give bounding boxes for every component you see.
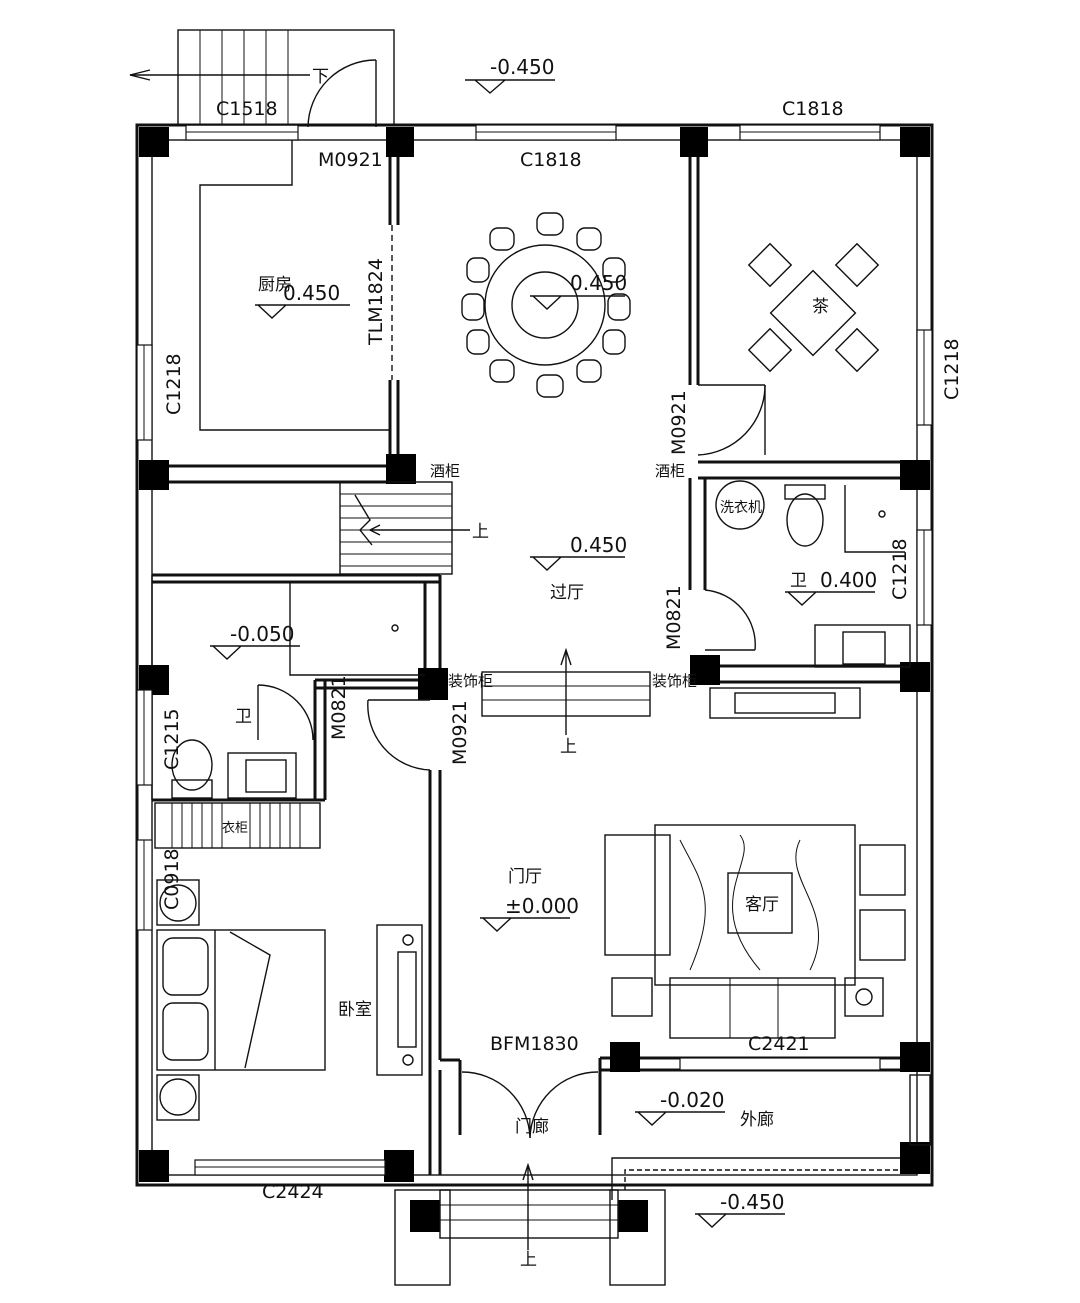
label-c1518: C1518 bbox=[216, 98, 278, 120]
mark-bottom-up: 上 bbox=[520, 1250, 537, 1270]
room-living: 客厅 bbox=[745, 895, 779, 915]
label-m0921-tearoom: M0921 bbox=[668, 390, 690, 455]
door-label-texts: M0921 TLM1824 M0921 M0821 M0821 M0921 BF… bbox=[318, 149, 690, 1055]
label-m0921-top: M0921 bbox=[318, 149, 383, 171]
bed bbox=[156, 879, 326, 1121]
label-m0821-wc: M0821 bbox=[328, 675, 350, 740]
elev-top-outside: -0.450 bbox=[490, 55, 554, 79]
label-c0918: C0918 bbox=[161, 848, 183, 910]
mark-top-down: 下 bbox=[312, 67, 329, 87]
elev-kitchen: 0.450 bbox=[283, 281, 340, 305]
label-washer: 洗衣机 bbox=[720, 500, 762, 516]
label-wine-cabinet-left: 酒柜 bbox=[430, 462, 460, 480]
room-porch: 门廊 bbox=[515, 1117, 549, 1137]
elev-dining: 0.450 bbox=[570, 271, 627, 295]
dining-table bbox=[461, 212, 631, 398]
mark-stair-up: 上 bbox=[472, 522, 489, 542]
tv-cabinet-bedroom bbox=[376, 924, 423, 1076]
front-steps bbox=[394, 1162, 666, 1286]
room-entrance-hall: 门厅 bbox=[508, 867, 542, 887]
room-kitchen: 厨房 bbox=[258, 275, 292, 295]
label-wine-cabinet-right: 酒柜 bbox=[655, 462, 685, 480]
elev-passage: 0.450 bbox=[570, 533, 627, 557]
bath-right-fixtures bbox=[715, 480, 911, 668]
label-c1218-right-top: C1218 bbox=[941, 338, 963, 400]
room-bath-left: 卫 bbox=[235, 707, 252, 727]
bath-left-fixtures bbox=[171, 582, 425, 799]
room-corridor: 外廊 bbox=[740, 1110, 774, 1130]
top-steps bbox=[129, 29, 395, 126]
interior-walls bbox=[151, 140, 917, 1175]
elevation-marks bbox=[210, 79, 875, 1228]
structural-columns bbox=[139, 127, 930, 1232]
label-c2424: C2424 bbox=[262, 1181, 324, 1203]
elev-bath-left: -0.050 bbox=[230, 622, 294, 646]
label-c1818-dining: C1818 bbox=[520, 149, 582, 171]
windows bbox=[136, 124, 933, 1176]
corridor-rail bbox=[611, 1074, 931, 1200]
living-sofa-set bbox=[604, 824, 906, 1039]
label-deco-cabinet-right: 装饰柜 bbox=[652, 672, 697, 690]
hall-steps bbox=[481, 647, 651, 735]
label-c2421: C2421 bbox=[748, 1033, 810, 1055]
label-c1818-top-right: C1818 bbox=[782, 98, 844, 120]
room-bath-right: 卫 bbox=[790, 571, 807, 591]
label-bfm1830: BFM1830 bbox=[490, 1033, 579, 1055]
tv-cabinet-living bbox=[709, 687, 861, 719]
stair bbox=[339, 481, 470, 575]
elev-entrance: ±0.000 bbox=[505, 894, 579, 918]
tea-table bbox=[747, 242, 880, 373]
label-c1215: C1215 bbox=[161, 708, 183, 770]
kitchen-counter bbox=[199, 140, 390, 431]
elev-bottom-outside: -0.450 bbox=[720, 1190, 784, 1214]
label-deco-cabinet-left: 装饰柜 bbox=[448, 672, 493, 690]
label-c1218-right-bath: C1218 bbox=[889, 538, 911, 600]
elev-bath-right: 0.400 bbox=[820, 568, 877, 592]
elev-porch: -0.020 bbox=[660, 1088, 724, 1112]
label-tlm1824: TLM1824 bbox=[365, 258, 387, 346]
label-wardrobe: 衣柜 bbox=[222, 820, 248, 836]
stair-direction-texts: 下 上 上 上 bbox=[312, 67, 577, 1270]
label-m0821-bath: M0821 bbox=[663, 585, 685, 650]
outer-walls bbox=[135, 123, 934, 1187]
room-name-texts: 厨房 茶 卫 卫 过厅 门厅 客厅 卧室 门廊 外廊 衣柜 洗衣机 酒柜 酒柜 … bbox=[222, 275, 829, 1137]
elevation-texts: -0.450 0.450 0.450 0.450 0.400 -0.050 ±0… bbox=[230, 55, 877, 1214]
room-bedroom: 卧室 bbox=[338, 1000, 372, 1020]
label-c1218-left: C1218 bbox=[163, 353, 185, 415]
window-label-texts: C1518 C1818 C1818 C1218 C1218 C1218 C121… bbox=[161, 98, 963, 1203]
label-m0921-bedroom: M0921 bbox=[449, 700, 471, 765]
room-passage-hall: 过厅 bbox=[550, 583, 584, 603]
wardrobe-unit bbox=[154, 802, 321, 849]
room-tea: 茶 bbox=[812, 297, 829, 317]
mark-hall-up: 上 bbox=[560, 737, 577, 757]
doors bbox=[257, 59, 766, 1139]
